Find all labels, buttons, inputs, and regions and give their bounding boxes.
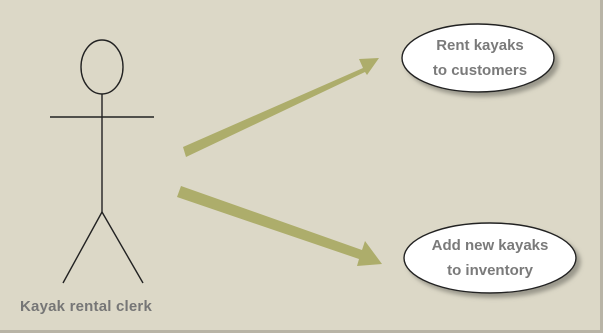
actor-head — [80, 39, 124, 95]
arrow-to-add-kayaks — [177, 186, 382, 266]
actor-left-leg — [62, 211, 103, 284]
use-case-line: to customers — [432, 62, 528, 79]
actor-right-leg — [101, 211, 144, 284]
use-case-rent-kayaks-ellipse — [401, 23, 555, 93]
use-case-line: Add new kayaks — [431, 237, 549, 254]
use-case-line: to inventory — [447, 262, 533, 279]
associations — [177, 58, 382, 266]
use-case-rent-kayaks: Rent kayaks to customers — [404, 24, 556, 92]
actor-stick-figure — [50, 39, 154, 284]
use-case-line: Rent kayaks — [436, 37, 524, 54]
use-case-add-kayaks-ellipse — [403, 222, 577, 294]
arrow-to-rent-kayaks — [183, 58, 379, 157]
use-case-add-kayaks: Add new kayaks to inventory — [404, 223, 576, 293]
actor-label: Kayak rental clerk — [20, 298, 153, 315]
